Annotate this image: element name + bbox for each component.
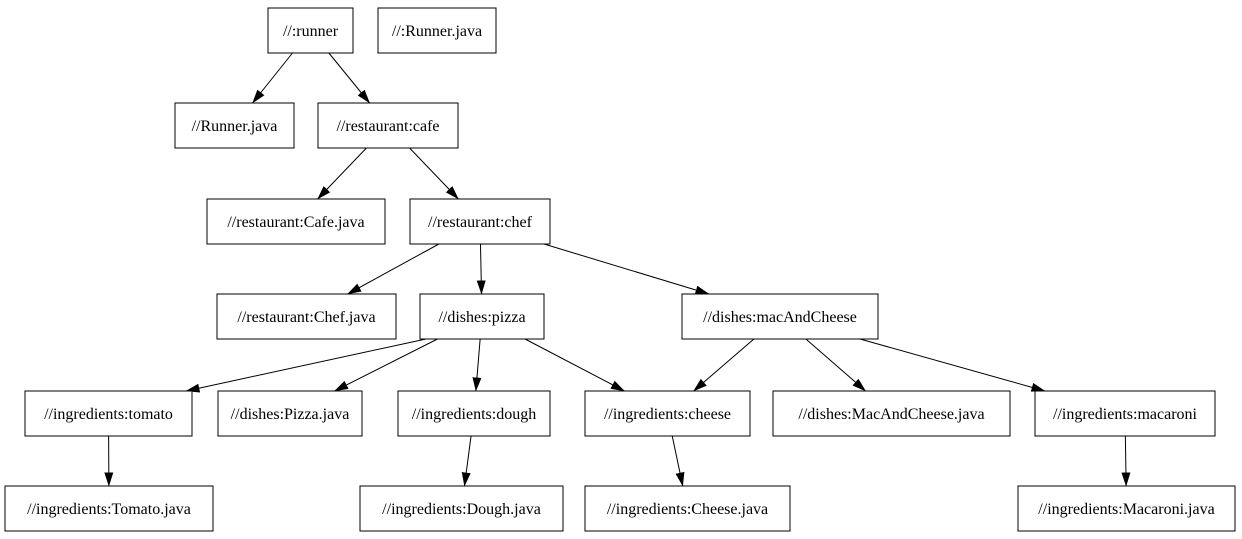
graph-node-cheese-java: //ingredients:Cheese.java [584, 485, 791, 532]
edge-chef-to-chef-java [347, 243, 440, 295]
node-label-mac-and-cheese: //dishes:macAndCheese [703, 309, 857, 326]
node-label-cafe-java: //restaurant:Cafe.java [227, 214, 364, 231]
edge-dough-to-dough-java [461, 435, 472, 487]
edge-chef-to-mac-and-cheese [543, 243, 710, 295]
node-box-mac-and-cheese-java [772, 390, 1011, 437]
edge-mac-and-cheese-to-macaroni [859, 338, 1046, 392]
edge-runner-to-runner-java [252, 52, 293, 104]
node-label-macaroni: //ingredients:macaroni [1053, 406, 1198, 423]
node-label-chef-java: //restaurant:Chef.java [237, 309, 375, 326]
node-box-chef-java [216, 293, 397, 340]
edge-cafe-to-cafe-java [317, 147, 367, 200]
node-box-cafe [317, 102, 459, 149]
graph-node-dough: //ingredients:dough [397, 390, 551, 437]
edge-mac-and-cheese-to-mac-and-cheese-java [805, 338, 867, 392]
node-label-tomato: //ingredients:tomato [44, 406, 173, 423]
node-box-chef [409, 198, 551, 245]
edges-layer [104, 52, 1131, 487]
node-box-cheese-java [584, 485, 791, 532]
edge-chef-to-pizza [476, 243, 486, 295]
graph-node-macaroni: //ingredients:macaroni [1034, 390, 1216, 437]
node-box-macaroni [1034, 390, 1216, 437]
node-label-dough-java: //ingredients:Dough.java [382, 501, 541, 518]
node-label-dough: //ingredients:dough [412, 406, 536, 423]
edge-runner-to-cafe [328, 52, 371, 104]
node-label-runner-java-root: //:Runner.java [392, 23, 482, 40]
graph-node-cafe-java: //restaurant:Cafe.java [206, 198, 386, 245]
node-box-runner-java-root [377, 7, 497, 54]
graph-node-tomato: //ingredients:tomato [24, 390, 193, 437]
node-box-dough [397, 390, 551, 437]
node-label-cafe: //restaurant:cafe [336, 118, 439, 135]
edge-cheese-to-cheese-java [671, 435, 685, 487]
node-label-pizza-java: //dishes:Pizza.java [231, 406, 350, 423]
graph-node-cafe: //restaurant:cafe [317, 102, 459, 149]
node-label-tomato-java: //ingredients:Tomato.java [27, 501, 191, 518]
node-box-runner-java [174, 102, 295, 149]
node-label-runner-java: //Runner.java [192, 118, 278, 135]
node-box-macaroni-java [1017, 485, 1236, 532]
node-box-cheese [584, 390, 751, 437]
node-label-pizza: //dishes:pizza [438, 309, 525, 326]
node-label-macaroni-java: //ingredients:Macaroni.java [1038, 501, 1214, 518]
graph-node-chef-java: //restaurant:Chef.java [216, 293, 397, 340]
graph-node-mac-and-cheese: //dishes:macAndCheese [681, 293, 879, 340]
edge-pizza-to-tomato [185, 338, 427, 393]
node-box-mac-and-cheese [681, 293, 879, 340]
node-label-mac-and-cheese-java: //dishes:MacAndCheese.java [798, 406, 984, 423]
graph-node-runner-java-root: //:Runner.java [377, 7, 497, 54]
graph-node-dough-java: //ingredients:Dough.java [359, 485, 564, 532]
node-box-pizza-java [217, 390, 363, 437]
edge-macaroni-to-macaroni-java [1121, 435, 1131, 487]
nodes-layer: //:runner //:Runner.java //Runner.java //re… [4, 7, 1236, 532]
edge-pizza-to-cheese [524, 338, 625, 392]
graph-node-macaroni-java: //ingredients:Macaroni.java [1017, 485, 1236, 532]
node-box-tomato-java [4, 485, 214, 532]
node-label-chef: //restaurant:chef [428, 214, 533, 231]
edge-pizza-to-dough [472, 338, 482, 392]
graph-node-cheese: //ingredients:cheese [584, 390, 751, 437]
node-box-dough-java [359, 485, 564, 532]
graph-node-mac-and-cheese-java: //dishes:MacAndCheese.java [772, 390, 1011, 437]
node-box-tomato [24, 390, 193, 437]
node-label-runner: //:runner [283, 23, 339, 40]
node-box-runner [267, 7, 354, 54]
graph-node-tomato-java: //ingredients:Tomato.java [4, 485, 214, 532]
graph-node-pizza-java: //dishes:Pizza.java [217, 390, 363, 437]
graph-node-pizza: //dishes:pizza [419, 293, 545, 340]
graph-node-runner: //:runner [267, 7, 354, 54]
node-box-pizza [419, 293, 545, 340]
edge-mac-and-cheese-to-cheese [693, 338, 755, 392]
node-box-cafe-java [206, 198, 386, 245]
graph-node-chef: //restaurant:chef [409, 198, 551, 245]
node-label-cheese: //ingredients:cheese [604, 406, 731, 423]
node-label-cheese-java: //ingredients:Cheese.java [607, 501, 768, 518]
graph-node-runner-java: //Runner.java [174, 102, 295, 149]
edge-cafe-to-chef [409, 147, 459, 200]
edge-pizza-to-pizza-java [334, 338, 438, 392]
